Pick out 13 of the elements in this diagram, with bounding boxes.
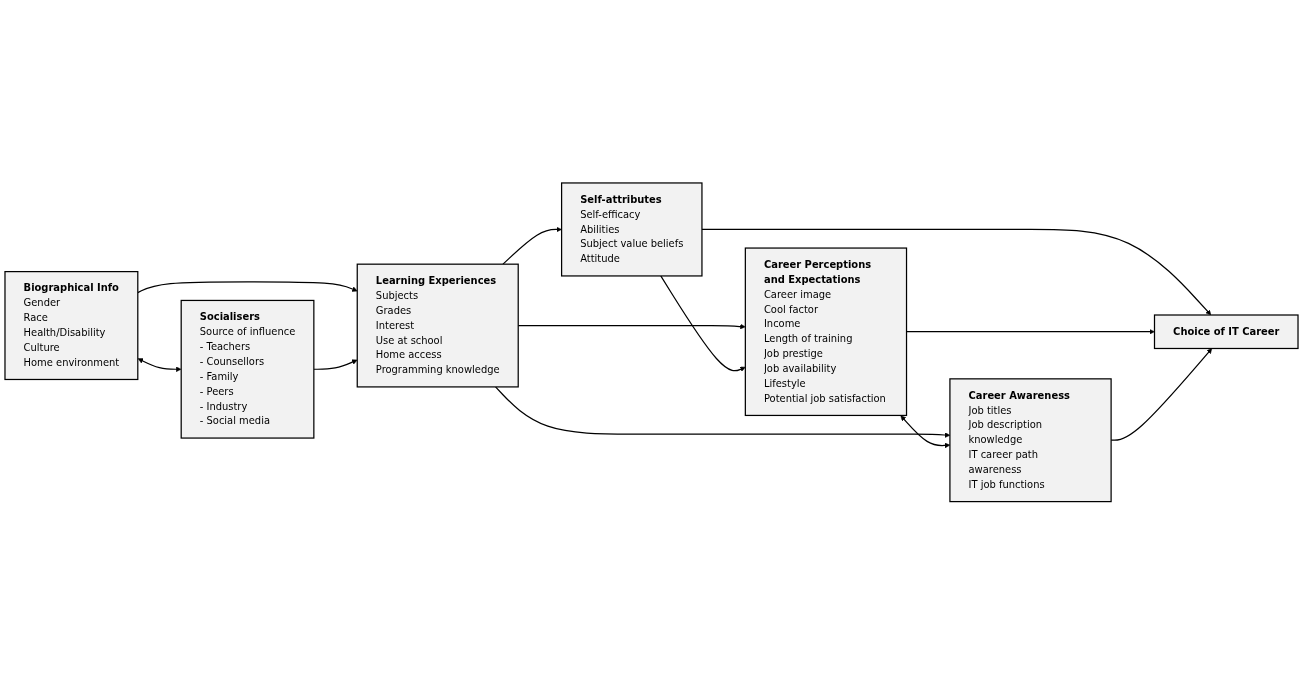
node-box: Biographical Info Gender Race Health/Disability Culture Home environment [4,271,139,381]
node-box: Choice of IT Career [1153,314,1299,350]
node-box: Self-attributes Self-efficacy Abilities Subject value beliefs Attitude [561,182,703,277]
arrow [701,229,1212,316]
arrow [660,275,746,372]
node-box: Learning Experiences Subjects Grades Interest Use at school Home access Programming knowledge [356,263,519,388]
node-box: Career Awareness Job titles Job description knowledge IT career path awareness IT job functions [949,378,1112,503]
arrow [137,281,358,294]
arrow [502,226,562,265]
arrow [313,359,358,371]
node-box: Career Perceptions and Expectations Career image Cool factor Income Length of training Job prestige Job availability Lifestyle Potential job satisfaction [744,247,908,417]
arrow [137,358,182,373]
node-box: Socialisers Source of influence - Teachers - Counsellors - Family - Peers - Industry - Social media [180,300,315,439]
